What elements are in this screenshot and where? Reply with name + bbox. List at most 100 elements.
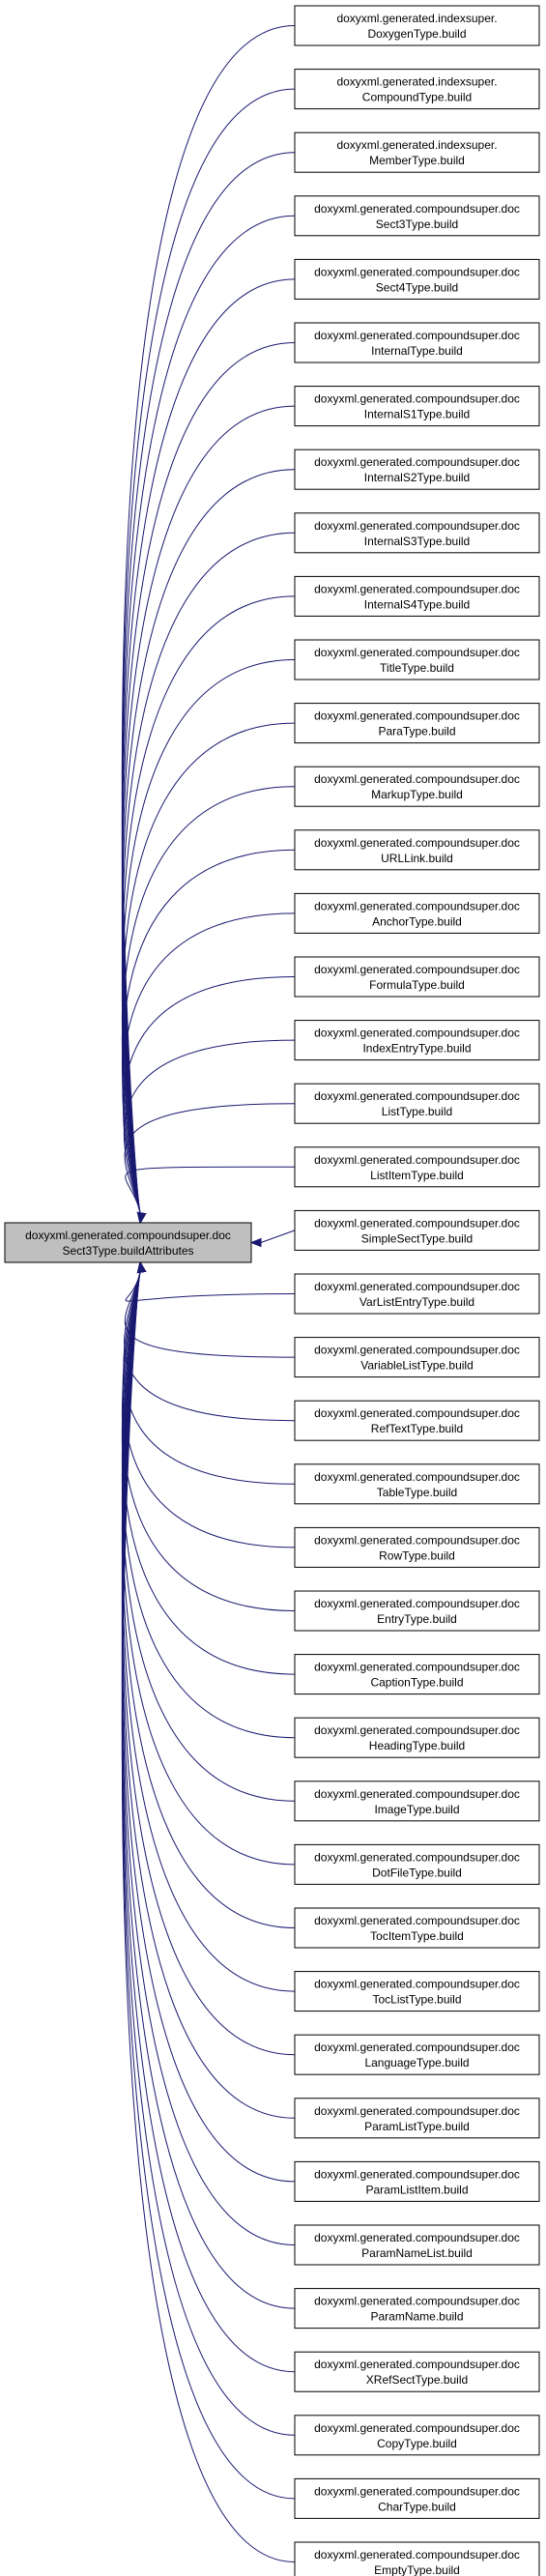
caller-node-sect4type[interactable]: doxyxml.generated.compoundsuper.docSect4…	[294, 258, 540, 300]
call-edge-sect4type	[121, 278, 296, 1214]
caller-node-imagetype[interactable]: doxyxml.generated.compoundsuper.docImage…	[294, 1780, 540, 1822]
caller-node-line1: doxyxml.generated.compoundsuper.doc	[314, 1723, 520, 1737]
caller-node-variablelisttype[interactable]: doxyxml.generated.compoundsuper.docVaria…	[294, 1337, 540, 1378]
caller-node-chartype[interactable]: doxyxml.generated.compoundsuper.docCharT…	[294, 2477, 540, 2519]
caller-node-indexentrytype[interactable]: doxyxml.generated.compoundsuper.docIndex…	[294, 1020, 540, 1061]
caller-node-box	[294, 449, 540, 490]
caller-node-membertype[interactable]: doxyxml.generated.indexsuper.MemberType.…	[294, 131, 540, 173]
caller-node-line1: doxyxml.generated.compoundsuper.doc	[314, 2548, 520, 2562]
call-edge-paramlistitem	[121, 1271, 296, 2183]
caller-node-box	[294, 2541, 540, 2576]
caller-node-line1: doxyxml.generated.compoundsuper.doc	[314, 455, 520, 469]
caller-node-line1: doxyxml.generated.compoundsuper.doc	[314, 836, 520, 850]
call-edge-tabletype	[123, 1271, 296, 1485]
caller-node-markuptype[interactable]: doxyxml.generated.compoundsuper.docMarku…	[294, 766, 540, 807]
caller-node-internaltype[interactable]: doxyxml.generated.compoundsuper.docInter…	[294, 322, 540, 363]
caller-node-paramlistitem[interactable]: doxyxml.generated.compoundsuper.docParam…	[294, 2160, 540, 2202]
caller-node-box	[294, 1337, 540, 1378]
caller-node-line2: CopyType.build	[377, 2437, 457, 2450]
caller-node-box	[294, 1590, 540, 1632]
caller-node-captiontype[interactable]: doxyxml.generated.compoundsuper.docCapti…	[294, 1654, 540, 1695]
caller-node-formulatype[interactable]: doxyxml.generated.compoundsuper.docFormu…	[294, 956, 540, 998]
caller-node-line1: doxyxml.generated.indexsuper.	[336, 12, 497, 25]
caller-node-headingtype[interactable]: doxyxml.generated.compoundsuper.docHeadi…	[294, 1717, 540, 1758]
caller-node-box	[294, 1717, 540, 1758]
caller-node-line1: doxyxml.generated.compoundsuper.doc	[314, 1850, 520, 1864]
caller-node-line2: TocListType.build	[372, 1993, 461, 2007]
focus-node[interactable]: doxyxml.generated.compoundsuper.doc Sect…	[4, 1222, 252, 1263]
call-edge-simplesecttype	[260, 1230, 296, 1243]
caller-node-listitemtype[interactable]: doxyxml.generated.compoundsuper.docListI…	[294, 1146, 540, 1188]
call-edge-indexentrytype	[123, 1039, 296, 1214]
caller-node-box	[294, 2351, 540, 2392]
caller-node-urllink[interactable]: doxyxml.generated.compoundsuper.docURLLi…	[294, 829, 540, 871]
caller-node-line1: doxyxml.generated.compoundsuper.doc	[314, 2295, 520, 2308]
caller-node-xrefsecttype[interactable]: doxyxml.generated.compoundsuper.docXRefS…	[294, 2351, 540, 2392]
caller-node-languagetype[interactable]: doxyxml.generated.compoundsuper.docLangu…	[294, 2034, 540, 2075]
caller-node-line1: doxyxml.generated.compoundsuper.doc	[314, 2231, 520, 2244]
caller-node-simplesecttype[interactable]: doxyxml.generated.compoundsuper.docSimpl…	[294, 1209, 540, 1251]
caller-node-line1: doxyxml.generated.compoundsuper.doc	[314, 329, 520, 342]
caller-node-line2: ListType.build	[382, 1105, 452, 1118]
caller-node-toclisttype[interactable]: doxyxml.generated.compoundsuper.docTocLi…	[294, 1971, 540, 2012]
caller-node-box	[294, 892, 540, 934]
caller-node-line1: doxyxml.generated.compoundsuper.doc	[314, 582, 520, 595]
caller-node-box	[294, 1400, 540, 1441]
caller-node-tabletype[interactable]: doxyxml.generated.compoundsuper.docTable…	[294, 1463, 540, 1505]
caller-node-line2: FormulaType.build	[369, 978, 465, 992]
caller-node-line1: doxyxml.generated.compoundsuper.doc	[314, 1089, 520, 1103]
caller-node-box	[294, 195, 540, 237]
caller-node-line2: DotFileType.build	[372, 1866, 462, 1879]
caller-node-box	[294, 1526, 540, 1568]
caller-node-line2: InternalS4Type.build	[364, 597, 470, 611]
call-edge-variablelisttype	[124, 1271, 296, 1358]
caller-node-line1: doxyxml.generated.compoundsuper.doc	[314, 1344, 520, 1357]
caller-node-box	[294, 2098, 540, 2139]
caller-node-box	[294, 1843, 540, 1885]
caller-node-line1: doxyxml.generated.compoundsuper.doc	[314, 709, 520, 723]
caller-node-paramnamelist[interactable]: doxyxml.generated.compoundsuper.docParam…	[294, 2224, 540, 2266]
caller-node-line2: InternalS2Type.build	[364, 471, 470, 484]
call-edge-paramlisttype	[121, 1271, 296, 2119]
caller-node-reftexttype[interactable]: doxyxml.generated.compoundsuper.docRefTe…	[294, 1400, 540, 1441]
caller-node-line1: doxyxml.generated.compoundsuper.doc	[314, 2421, 520, 2435]
caller-node-compoundtype[interactable]: doxyxml.generated.indexsuper.CompoundTyp…	[294, 69, 540, 110]
caller-node-line1: doxyxml.generated.compoundsuper.doc	[314, 1661, 520, 1674]
caller-node-line2: ParamListType.build	[364, 2120, 470, 2133]
caller-node-line2: EntryType.build	[377, 1612, 457, 1626]
caller-node-rowtype[interactable]: doxyxml.generated.compoundsuper.docRowTy…	[294, 1526, 540, 1568]
caller-node-paramlisttype[interactable]: doxyxml.generated.compoundsuper.docParam…	[294, 2098, 540, 2139]
caller-node-doxygentype[interactable]: doxyxml.generated.indexsuper.DoxygenType…	[294, 5, 540, 46]
call-edge-markuptype	[121, 786, 296, 1214]
caller-node-varlistentrytype[interactable]: doxyxml.generated.compoundsuper.docVarLi…	[294, 1273, 540, 1315]
caller-node-line1: doxyxml.generated.compoundsuper.doc	[314, 1470, 520, 1484]
caller-node-internals3type[interactable]: doxyxml.generated.compoundsuper.docInter…	[294, 512, 540, 554]
caller-node-box	[294, 1907, 540, 1949]
call-edge-compoundtype	[121, 88, 296, 1214]
caller-node-paramname[interactable]: doxyxml.generated.compoundsuper.docParam…	[294, 2288, 540, 2330]
caller-node-line2: InternalType.build	[371, 344, 463, 358]
caller-node-tocitemtype[interactable]: doxyxml.generated.compoundsuper.docTocIt…	[294, 1907, 540, 1949]
caller-node-titletype[interactable]: doxyxml.generated.compoundsuper.docTitle…	[294, 639, 540, 680]
caller-node-line2: MemberType.build	[369, 154, 465, 167]
caller-node-internals1type[interactable]: doxyxml.generated.compoundsuper.docInter…	[294, 386, 540, 427]
caller-node-box	[294, 386, 540, 427]
call-arrowhead	[249, 1237, 262, 1248]
call-edge-urllink	[122, 849, 296, 1214]
call-edge-chartype	[121, 1271, 296, 2500]
caller-node-dotfiletype[interactable]: doxyxml.generated.compoundsuper.docDotFi…	[294, 1843, 540, 1885]
caller-node-internals2type[interactable]: doxyxml.generated.compoundsuper.docInter…	[294, 449, 540, 490]
caller-node-sect3type[interactable]: doxyxml.generated.compoundsuper.docSect3…	[294, 195, 540, 237]
call-edge-anchortype	[122, 912, 296, 1214]
caller-node-emptytype[interactable]: doxyxml.generated.compoundsuper.docEmpty…	[294, 2541, 540, 2576]
caller-node-box	[294, 639, 540, 680]
caller-node-paratype[interactable]: doxyxml.generated.compoundsuper.docParaT…	[294, 703, 540, 744]
caller-node-line1: doxyxml.generated.compoundsuper.doc	[314, 1597, 520, 1610]
caller-node-line2: InternalS3Type.build	[364, 535, 470, 548]
caller-node-anchortype[interactable]: doxyxml.generated.compoundsuper.docAncho…	[294, 892, 540, 934]
caller-node-box	[294, 2034, 540, 2075]
caller-node-internals4type[interactable]: doxyxml.generated.compoundsuper.docInter…	[294, 575, 540, 617]
caller-node-copytype[interactable]: doxyxml.generated.compoundsuper.docCopyT…	[294, 2415, 540, 2456]
caller-node-listtype[interactable]: doxyxml.generated.compoundsuper.docListT…	[294, 1083, 540, 1124]
caller-node-entrytype[interactable]: doxyxml.generated.compoundsuper.docEntry…	[294, 1590, 540, 1632]
